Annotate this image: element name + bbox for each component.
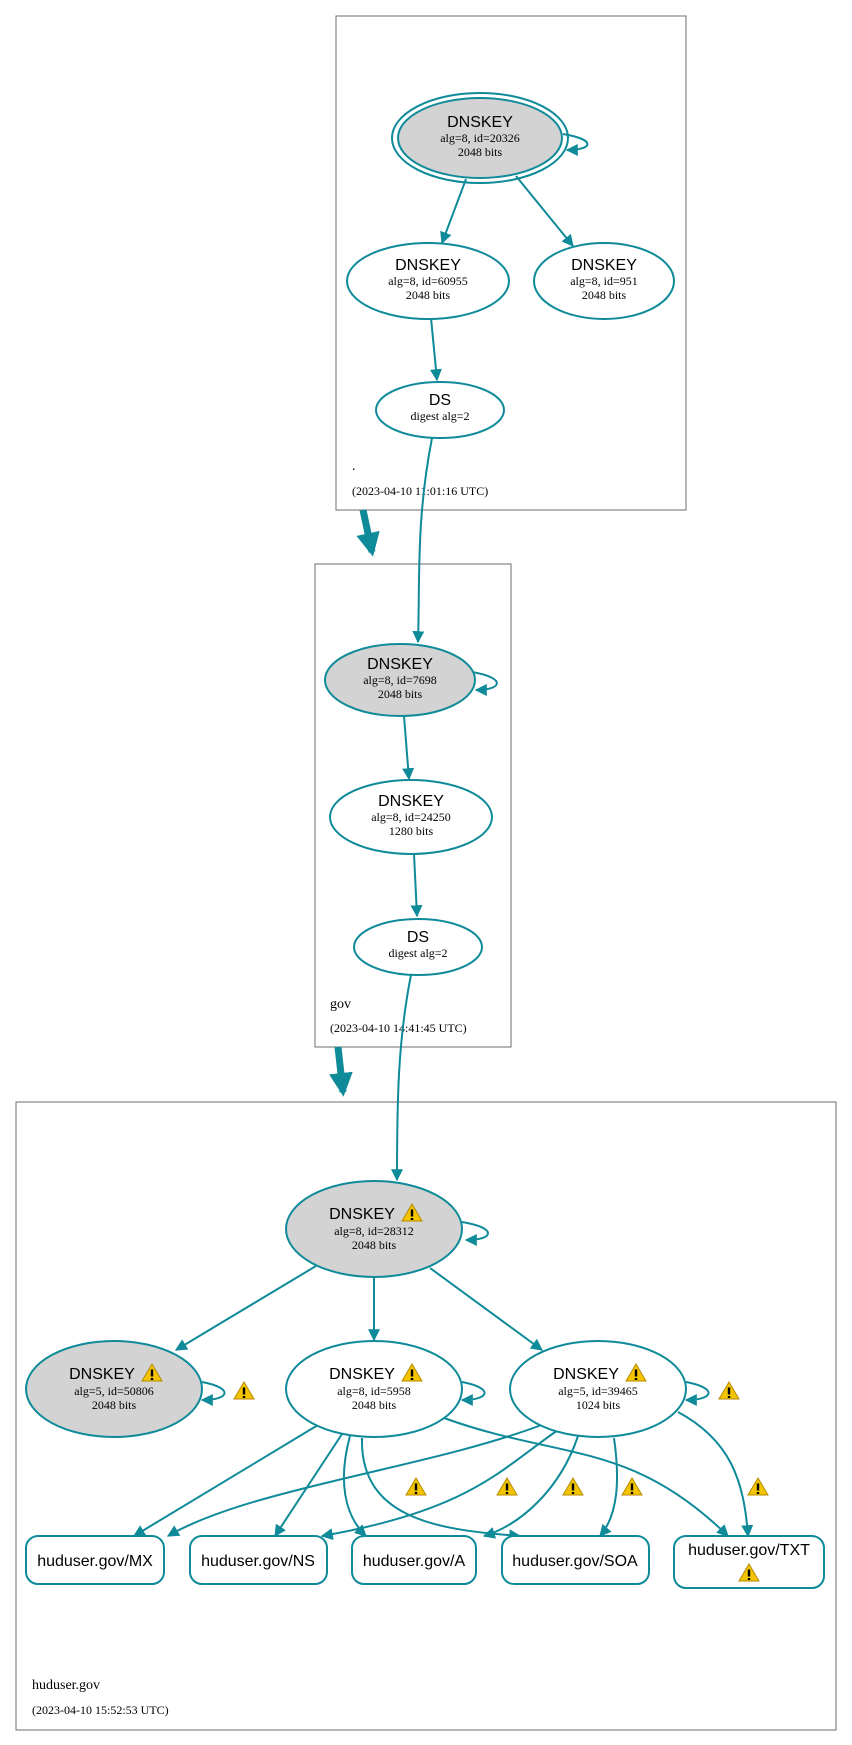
delegation-gov-to-huduser: [329, 1046, 353, 1097]
node-title: DNSKEY: [69, 1366, 135, 1383]
rrset-label: huduser.gov/A: [363, 1553, 466, 1570]
dnskey-node-50806[interactable]: DNSKEY alg=5, id=50806 2048 bits: [25, 1340, 203, 1438]
node-line1: alg=8, id=28312: [334, 1224, 414, 1238]
edge-hud-ksk-self: [461, 1221, 489, 1246]
node-line2: 2048 bits: [582, 288, 627, 302]
node-line1: alg=8, id=60955: [388, 274, 468, 288]
node-line2: 2048 bits: [352, 1398, 397, 1412]
edge-39465-to-mx: [166, 1423, 545, 1537]
edge-hud-ksk-to-39465: [429, 1267, 543, 1351]
rrset-label: huduser.gov/MX: [37, 1553, 153, 1570]
dnskey-node-60955[interactable]: DNSKEY alg=8, id=60955 2048 bits: [346, 242, 510, 320]
rrset-label: huduser.gov/SOA: [512, 1553, 638, 1570]
node-line1: alg=8, id=20326: [440, 131, 520, 145]
edge-hud-50806-self: [200, 1381, 226, 1406]
dnskey-node-39465[interactable]: DNSKEY alg=5, id=39465 1024 bits: [509, 1340, 687, 1438]
rrset-label: huduser.gov/NS: [201, 1553, 315, 1570]
dnskey-node-24250[interactable]: DNSKEY alg=8, id=24250 1280 bits: [329, 779, 493, 855]
edge-gov-ksk-self: [471, 671, 498, 696]
node-line2: 2048 bits: [352, 1238, 397, 1252]
node-title: DNSKEY: [571, 257, 637, 274]
zone-gov-name: gov: [330, 997, 351, 1012]
zone-gov-timestamp: (2023-04-10 14:41:45 UTC): [330, 1021, 467, 1035]
node-line2: 2048 bits: [406, 288, 451, 302]
node-line2: 2048 bits: [458, 145, 503, 159]
node-line1: alg=8, id=7698: [363, 673, 437, 687]
edge-root-ds-to-gov-ksk: [412, 437, 433, 644]
edge-39465-to-ns: [320, 1429, 559, 1541]
edge-hud-ksk-to-50806: [174, 1265, 317, 1351]
node-title: DNSKEY: [553, 1366, 619, 1383]
dnskey-node-20326[interactable]: DNSKEY alg=8, id=20326 2048 bits: [391, 92, 569, 184]
dnskey-node-7698[interactable]: DNSKEY alg=8, id=7698 2048 bits: [324, 643, 476, 717]
rrset-node-mx[interactable]: huduser.gov/MX: [25, 1535, 165, 1585]
zone-huduser-timestamp: (2023-04-10 15:52:53 UTC): [32, 1703, 169, 1717]
node-title: DNSKEY: [447, 114, 513, 131]
edge-39465-to-txt: [677, 1411, 754, 1538]
dnskey-node-28312[interactable]: DNSKEY alg=8, id=28312 2048 bits: [285, 1180, 463, 1278]
zone-huduser-name: huduser.gov: [32, 1678, 100, 1693]
edge-hud-5958-self: [460, 1381, 486, 1406]
rrset-node-ns[interactable]: huduser.gov/NS: [189, 1535, 328, 1585]
dnskey-node-5958[interactable]: DNSKEY alg=8, id=5958 2048 bits: [285, 1340, 463, 1438]
edge-gov-zsk-to-ds: [410, 853, 423, 918]
node-title: DNSKEY: [395, 257, 461, 274]
edge-root-ksk-to-zsk1: [440, 178, 467, 245]
edge-root-zsk1-to-ds: [429, 317, 442, 382]
edge-gov-ksk-to-zsk: [402, 715, 415, 781]
node-line1: alg=8, id=5958: [337, 1384, 411, 1398]
node-line1: alg=8, id=951: [570, 274, 638, 288]
node-title: DNSKEY: [329, 1206, 395, 1223]
zone-root-timestamp: (2023-04-10 11:01:16 UTC): [352, 484, 488, 498]
node-line1: alg=8, id=24250: [371, 810, 451, 824]
edge-39465-to-a: [482, 1435, 579, 1539]
node-line1: digest alg=2: [410, 409, 469, 423]
ds-node-root[interactable]: DS digest alg=2: [375, 381, 505, 439]
node-line1: alg=5, id=50806: [74, 1384, 154, 1398]
zone-root-name: .: [352, 459, 356, 474]
node-line2: 2048 bits: [378, 687, 423, 701]
node-title: DNSKEY: [329, 1366, 395, 1383]
edge-5958-to-txt: [443, 1417, 729, 1537]
node-title: DS: [429, 392, 451, 409]
rrset-node-a[interactable]: huduser.gov/A: [351, 1535, 477, 1585]
delegation-root-to-gov: [356, 509, 380, 557]
edge-5958-to-ns: [274, 1433, 343, 1538]
edge-39465-to-soa: [599, 1437, 618, 1537]
rrset-node-soa[interactable]: huduser.gov/SOA: [501, 1535, 650, 1585]
edge-gov-ds-to-hud-ksk: [391, 974, 412, 1182]
node-line2: 2048 bits: [92, 1398, 137, 1412]
dnskey-node-951[interactable]: DNSKEY alg=8, id=951 2048 bits: [533, 242, 675, 320]
node-title: DNSKEY: [378, 793, 444, 810]
rrset-node-txt[interactable]: huduser.gov/TXT: [673, 1535, 825, 1589]
edge-5958-to-mx: [132, 1424, 319, 1537]
node-line2: 1024 bits: [576, 1398, 621, 1412]
node-title: DNSKEY: [367, 656, 433, 673]
edge-root-ksk-self: [562, 133, 589, 156]
node-line2: 1280 bits: [389, 824, 434, 838]
edge-root-ksk-to-zsk2: [515, 175, 574, 247]
node-line1: digest alg=2: [388, 946, 447, 960]
edge-hud-39465-self: [684, 1381, 710, 1406]
rrset-label: huduser.gov/TXT: [688, 1542, 810, 1559]
node-line1: alg=5, id=39465: [558, 1384, 638, 1398]
node-title: DS: [407, 929, 429, 946]
ds-node-gov[interactable]: DS digest alg=2: [353, 918, 483, 976]
